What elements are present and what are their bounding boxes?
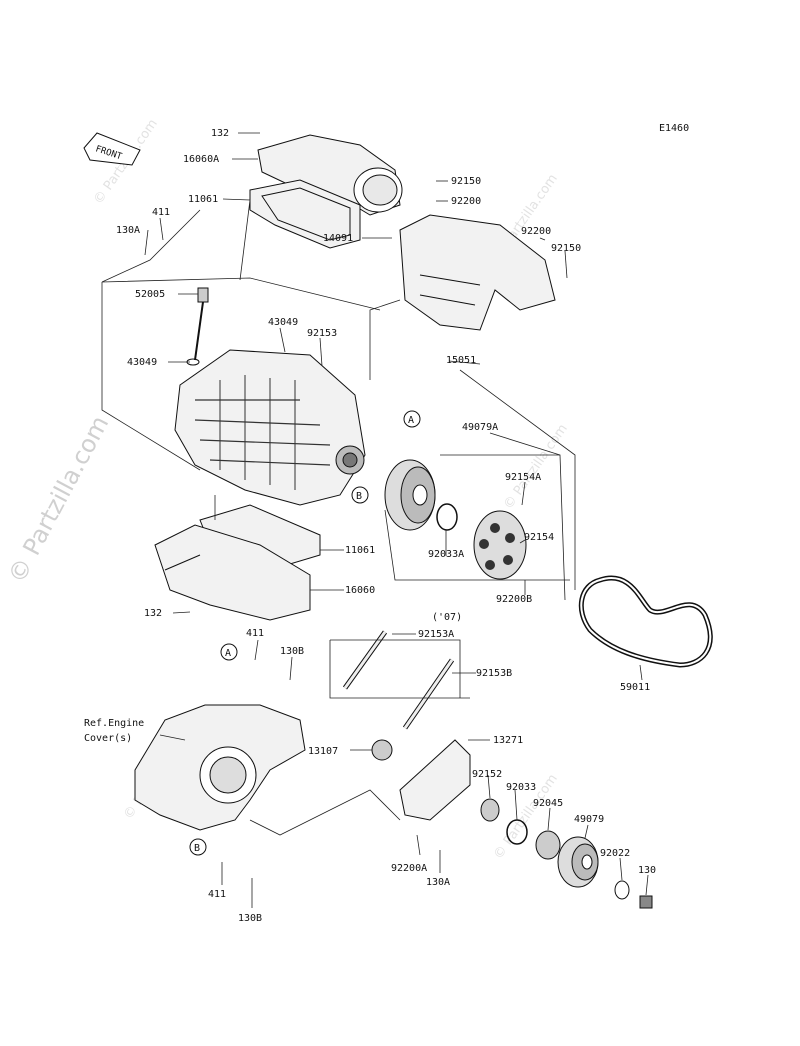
part-label: 43049 [127, 357, 157, 368]
part-label: 92033 [506, 782, 536, 793]
part-label: 130A [426, 877, 450, 888]
part-label: 49079A [462, 422, 498, 433]
part-label: 15051 [446, 355, 476, 366]
coupling-hub [473, 510, 527, 580]
bearing-92152 [480, 798, 500, 822]
part-label: 92200B [496, 594, 532, 605]
ref-engine-line2: Cover(s) [84, 733, 132, 744]
part-label: 11061 [188, 194, 218, 205]
intake-cover-bottom [154, 524, 311, 621]
part-label: 92200 [451, 196, 481, 207]
part-label: 130A [116, 225, 140, 236]
part-label: 132 [144, 608, 162, 619]
drive-belt [578, 575, 713, 668]
bolt-130 [639, 895, 653, 909]
engine-cover [134, 704, 306, 831]
part-label: 16060A [183, 154, 219, 165]
supercharger-body [174, 349, 366, 506]
part-label: 132 [211, 128, 229, 139]
part-label: 130 [638, 865, 656, 876]
o-ring [436, 503, 458, 531]
idler-shaft [371, 739, 393, 761]
dipstick [186, 287, 209, 366]
tensioner-bracket [399, 739, 471, 821]
part-label: 49079 [574, 814, 604, 825]
part-label: 411 [152, 207, 170, 218]
long-bolt-b [402, 658, 455, 730]
intake-cover-top [257, 134, 403, 216]
part-label: 92153A [418, 629, 454, 640]
leader-lines [144, 132, 649, 908]
callout-a-top: A [403, 410, 421, 428]
part-label: 11061 [345, 545, 375, 556]
long-bolt-a [342, 630, 388, 690]
part-label: 43049 [268, 317, 298, 328]
part-label: 130B [280, 646, 304, 657]
callout-b-bottom: B [189, 838, 207, 856]
bearing-92045 [535, 830, 561, 860]
callout-b-top-label: B [356, 491, 362, 502]
front-arrow: FRONT [83, 132, 141, 166]
part-label: 13271 [493, 735, 523, 746]
part-label: 92200A [391, 863, 427, 874]
pulley-main [384, 459, 436, 531]
year-note: ('07) [432, 612, 462, 623]
part-label: 92045 [533, 798, 563, 809]
part-label: 92033A [428, 549, 464, 560]
part-label: 13107 [308, 746, 338, 757]
callout-a-bottom: A [220, 643, 238, 661]
gasket-top [249, 179, 361, 249]
callout-a-top-label: A [408, 415, 414, 426]
part-label: 92153 [307, 328, 337, 339]
part-label: 411 [208, 889, 226, 900]
part-label: 14091 [323, 233, 353, 244]
part-label: 92154A [505, 472, 541, 483]
assembly-lines [101, 199, 576, 836]
part-label: 92150 [451, 176, 481, 187]
washer-92022 [614, 880, 630, 900]
diagram-code: E1460 [659, 123, 689, 134]
ref-engine-line1: Ref.Engine [84, 718, 144, 729]
belt-cover [399, 214, 556, 331]
part-labels: 132 16060A 11061 411 130A 52005 43049 92… [116, 128, 656, 924]
callout-b-top: B [351, 486, 369, 504]
part-label: 59011 [620, 682, 650, 693]
watermark-main: © Partzilla.com [3, 411, 115, 588]
part-label: 52005 [135, 289, 165, 300]
callout-a-bottom-label: A [225, 648, 231, 659]
part-label: 130B [238, 913, 262, 924]
part-label: 92153B [476, 668, 512, 679]
idler-pulley [557, 836, 599, 888]
part-label: 92152 [472, 769, 502, 780]
part-label: 92150 [551, 243, 581, 254]
part-label: 411 [246, 628, 264, 639]
part-label: 92154 [524, 532, 554, 543]
callout-b-bottom-label: B [194, 843, 200, 854]
part-label: 16060 [345, 585, 375, 596]
part-label: 92022 [600, 848, 630, 859]
part-label: 92200 [521, 226, 551, 237]
